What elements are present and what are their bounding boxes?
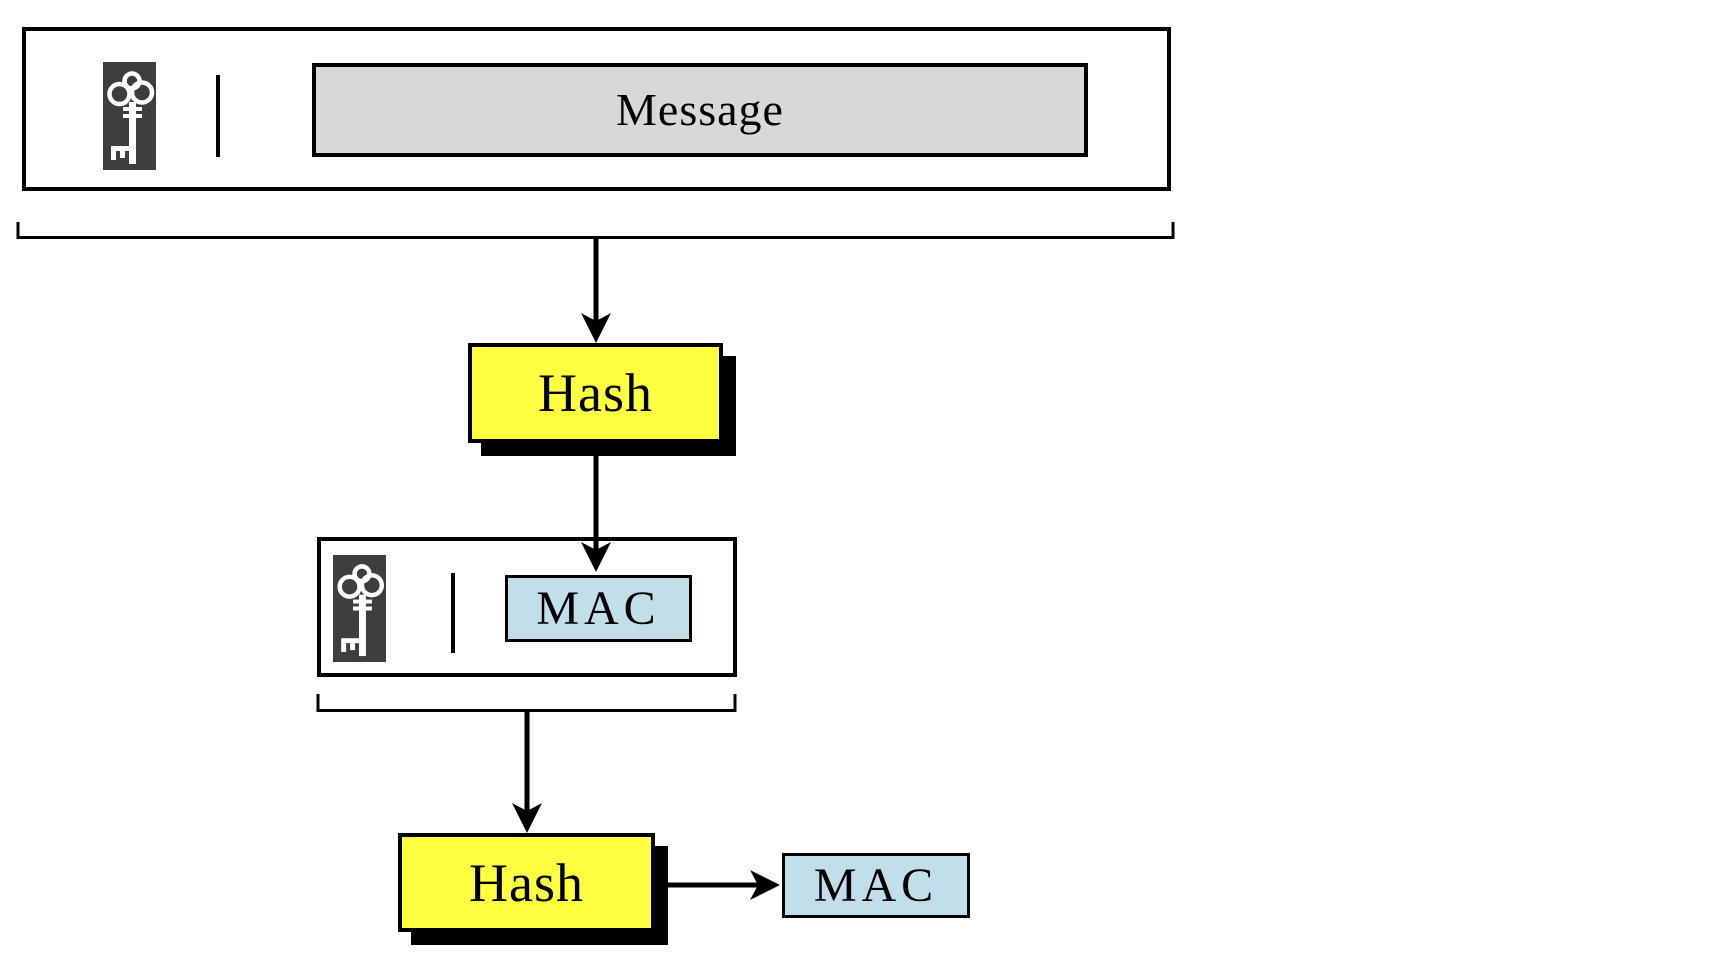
middle-grouping-bracket <box>316 694 737 712</box>
concatenation-bar-icon <box>451 573 455 653</box>
arrowhead-message-to-hash <box>581 313 611 343</box>
top-grouping-bracket <box>16 222 1175 239</box>
concatenation-bar-icon <box>216 75 220 157</box>
key-icon-glyph <box>337 564 385 657</box>
hash-box-bottom: Hash <box>398 833 655 932</box>
key-icon <box>103 62 156 170</box>
arrowhead-hash-to-output-mac <box>750 870 780 900</box>
key-icon-glyph <box>107 71 155 164</box>
mac-inner-label: MAC <box>536 581 661 635</box>
hash-top-label: Hash <box>538 363 653 423</box>
hash-bottom-label: Hash <box>469 852 584 913</box>
mac-box-output: MAC <box>782 853 970 918</box>
mac-output-label: MAC <box>813 858 939 912</box>
hash-box-top: Hash <box>468 343 723 443</box>
message-box: Message <box>312 63 1088 157</box>
message-label: Message <box>616 84 784 135</box>
arrowhead-mac-to-hash <box>512 803 542 833</box>
key-icon <box>333 555 386 662</box>
mac-box-inner: MAC <box>505 575 692 642</box>
